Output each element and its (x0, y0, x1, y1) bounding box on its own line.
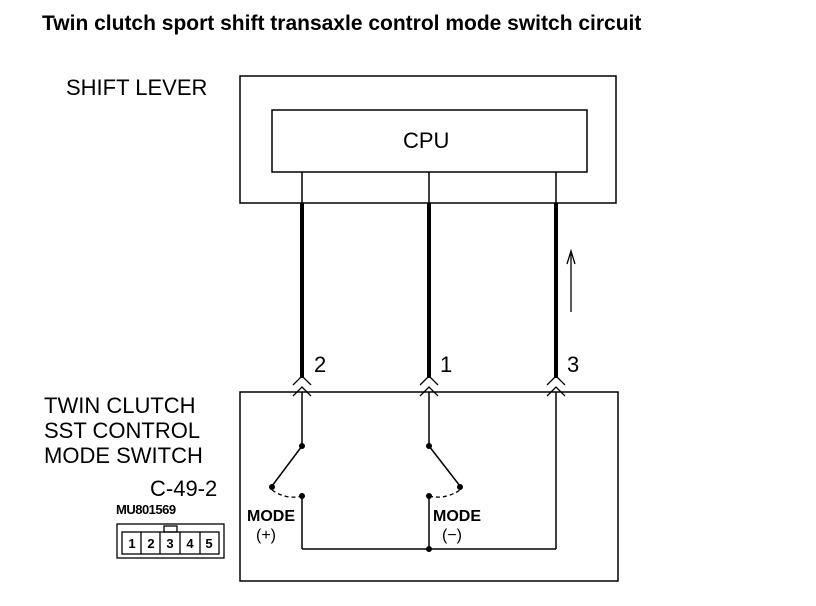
pin-number-3: 3 (567, 352, 580, 377)
connector-pin-label: 3 (166, 536, 174, 551)
minus-switch-blade (428, 445, 461, 487)
mode-switch-label-line1: TWIN CLUTCH (44, 393, 196, 418)
minus-switch-arc (428, 489, 461, 498)
shift-lever-label: SHIFT LEVER (66, 75, 208, 100)
connector-face-icon (116, 523, 225, 559)
terminal-mark-pin2 (292, 375, 312, 397)
mode-plus-sign: (+) (256, 527, 276, 544)
minus-switch-contact-a (457, 484, 463, 490)
mode-switch-label-line3: MODE SWITCH (44, 443, 203, 468)
connector-part-number: MU801569 (116, 502, 176, 517)
mode-plus-label: MODE (247, 508, 295, 525)
common-junction (426, 546, 432, 552)
mode-minus-label: MODE (433, 508, 481, 525)
terminal-mark-pin1 (419, 375, 439, 397)
cpu-label: CPU (403, 128, 450, 153)
diagram-title: Twin clutch sport shift transaxle contro… (42, 12, 642, 35)
pin-number-2: 2 (314, 352, 327, 377)
mode-switch-label-line2: SST CONTROL (44, 418, 201, 443)
plus-switch-blade (271, 445, 303, 487)
signal-arrow-head (566, 248, 576, 265)
connector-pin-label: 1 (128, 536, 136, 551)
mode-minus-sign: (−) (442, 527, 462, 544)
connector-pin-label: 4 (186, 536, 194, 551)
connector-pin-label: 2 (147, 536, 155, 551)
terminal-mark-pin3 (546, 375, 566, 397)
pin-number-1: 1 (440, 352, 453, 377)
plus-switch-contact-a (269, 484, 275, 490)
connector-pin-label: 5 (205, 536, 213, 551)
plus-switch-arc (271, 489, 303, 498)
connector-id: C-49-2 (150, 476, 218, 501)
